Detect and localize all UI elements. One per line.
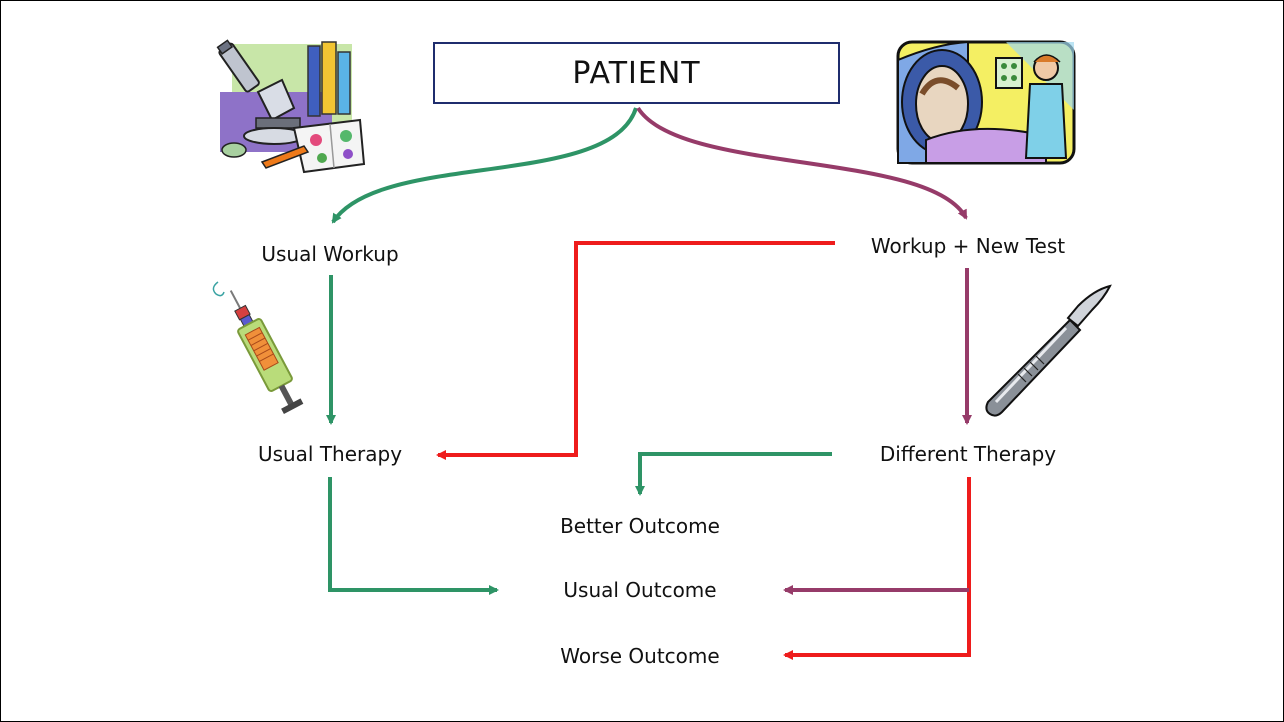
patient-label: PATIENT (572, 55, 701, 91)
arrow-different-therapy-to-better-outcome (635, 452, 832, 496)
patient-box: PATIENT (433, 42, 840, 104)
arrow-new-test-to-usual-therapy (436, 241, 835, 460)
different-therapy-label: Different Therapy (879, 442, 1057, 466)
mri-scan-icon (896, 40, 1076, 165)
usual-outcome-label: Usual Outcome (563, 578, 717, 602)
arrow-patient-to-usual-workup (331, 107, 638, 224)
arrow-different-therapy-to-worse-outcome (783, 477, 971, 660)
scalpel-icon (985, 284, 1112, 417)
workup-new-test-label: Workup + New Test (870, 234, 1066, 258)
syringe-icon (212, 281, 304, 415)
microscope-icon (216, 39, 366, 174)
arrow-patient-to-workup-new-test (636, 106, 968, 220)
usual-therapy-label: Usual Therapy (257, 442, 403, 466)
usual-workup-label: Usual Workup (261, 242, 399, 266)
arrow-usual-therapy-to-usual-outcome (328, 477, 499, 595)
better-outcome-label: Better Outcome (560, 514, 720, 538)
worse-outcome-label: Worse Outcome (560, 644, 720, 668)
